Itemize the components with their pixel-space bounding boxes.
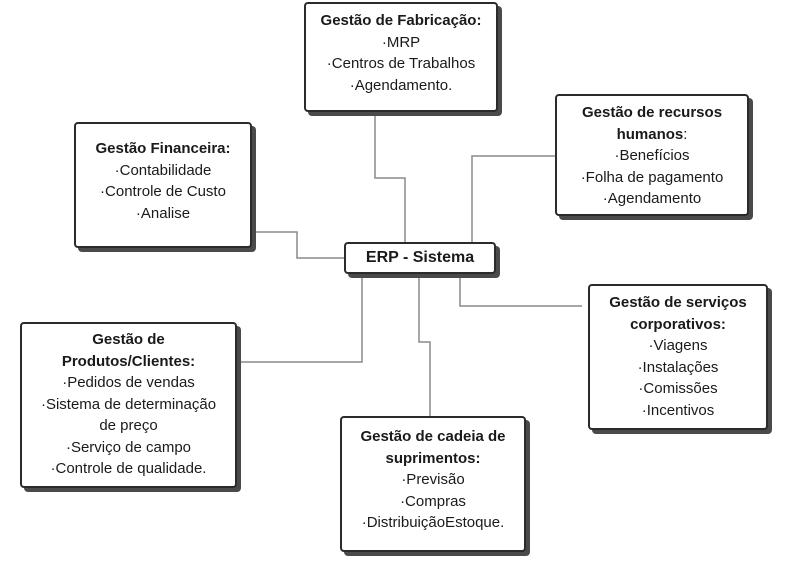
node-gestao-servicos-corporativos: Gestão de serviços corporativos: ·Viagen… [588,284,768,430]
node-title: Gestão de cadeia de [360,428,506,445]
node-gestao-financeira: Gestão Financeira: ·Contabilidade ·Contr… [74,122,252,248]
node-item: ·Centros de Trabalhos [326,55,476,72]
node-item: ·Analise [135,204,191,222]
node-item: ·Incentivos [641,401,715,419]
node-title: corporativos: [630,315,726,333]
node-item: ·Viagens [648,337,708,354]
node-title: Gestão de [92,331,165,348]
node-title: Gestão de recursos [581,104,723,121]
node-title: Gestão Financeira: [95,140,231,157]
erp-system-label: ERP - Sistema [365,249,475,266]
node-gestao-fabricacao: Gestão de Fabricação: ·MRP ·Centros de T… [304,2,498,112]
node-item: ·Serviço de campo [65,438,192,456]
node-gestao-cadeia-suprimentos: Gestão de cadeia de suprimentos: ·Previs… [340,416,526,552]
node-title-bold: humanos [616,125,684,143]
node-title: Produtos/Clientes: [61,352,196,370]
node-item: ·Controle de qualidade. [50,460,207,477]
node-item: ·Contabilidade [114,161,212,179]
node-item: ·MRP [381,33,421,51]
node-item: ·Agendamento. [349,76,453,94]
node-item: ·Comissões [638,380,718,397]
node-item: ·Pedidos de vendas [62,374,195,391]
node-item: ·Compras [400,492,466,510]
node-item: ·Controle de Custo [100,183,226,200]
connector-servicos [459,274,582,307]
node-title-line2: humanos: [561,124,743,146]
erp-system-node: ERP - Sistema [344,242,496,274]
node-item: ·DistribuiçãoEstoque. [361,514,505,531]
node-item: ·Sistema de determinação [40,395,217,413]
node-item: ·Agendamento [602,190,702,207]
node-title: Gestão de serviços [609,294,747,311]
node-item: ·Previsão [401,471,465,488]
node-gestao-produtos-clientes: Gestão de Produtos/Clientes: ·Pedidos de… [20,322,237,488]
node-item: ·Folha de pagamento [580,168,724,186]
connector-fabricacao [374,112,406,242]
node-item: de preço [99,417,158,434]
node-title: Gestão de Fabricação: [320,12,482,29]
node-item: ·Instalações [637,358,719,376]
node-gestao-recursos-humanos: Gestão de recursos humanos: ·Benefícios … [555,94,749,216]
node-item: ·Benefícios [614,147,690,164]
node-title-colon: : [683,125,688,143]
connector-suprimentos [418,274,431,416]
connector-produtos [237,274,363,363]
connector-rh [471,155,555,242]
node-title: suprimentos: [385,449,481,467]
connector-financeira [252,231,344,259]
